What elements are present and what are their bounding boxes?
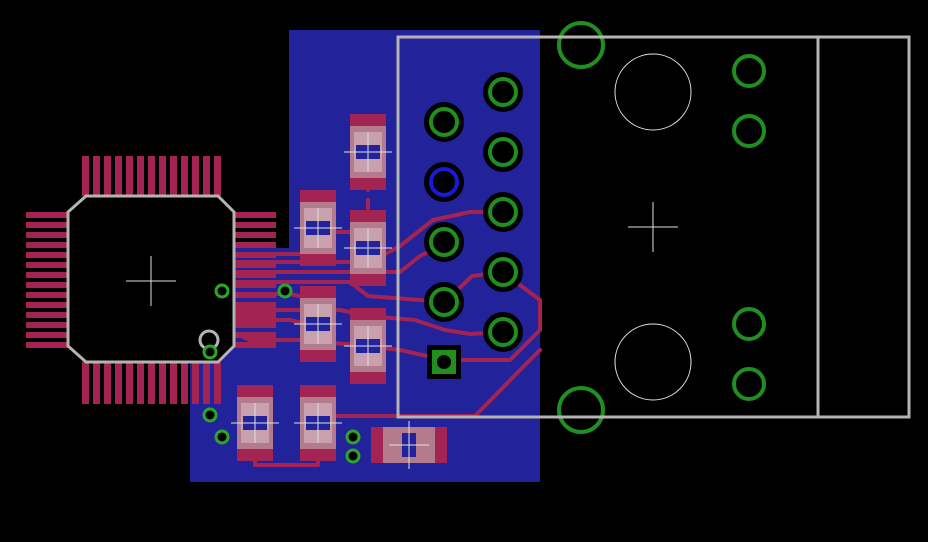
passive-4: [294, 286, 342, 362]
vias: [202, 283, 361, 464]
rj45-crosshair: [628, 202, 678, 252]
rj45-outline: [396, 35, 911, 419]
passive-1: [344, 114, 392, 190]
qfp-pads-right: [234, 212, 276, 348]
alignment-hole-top: [614, 53, 692, 131]
rj45-connector: [396, 21, 911, 434]
mount-ring-top: [557, 21, 605, 69]
qfp-pads-left: [26, 212, 68, 348]
passive-8: [371, 421, 447, 469]
passive-components: [231, 114, 447, 469]
passive-3: [344, 210, 392, 286]
passive-2: [294, 190, 342, 266]
qfp-crosshair: [126, 256, 176, 306]
alignment-hole-bottom: [614, 323, 692, 401]
qfp-pads-top: [82, 156, 221, 196]
passive-5: [344, 308, 392, 384]
passive-6: [231, 385, 279, 461]
rj45-pins: [424, 72, 523, 379]
passive-7: [294, 385, 342, 461]
qfp-pads-bottom: [82, 362, 221, 404]
mount-ring-bottom: [557, 386, 605, 434]
qfp-chip: [26, 156, 276, 404]
